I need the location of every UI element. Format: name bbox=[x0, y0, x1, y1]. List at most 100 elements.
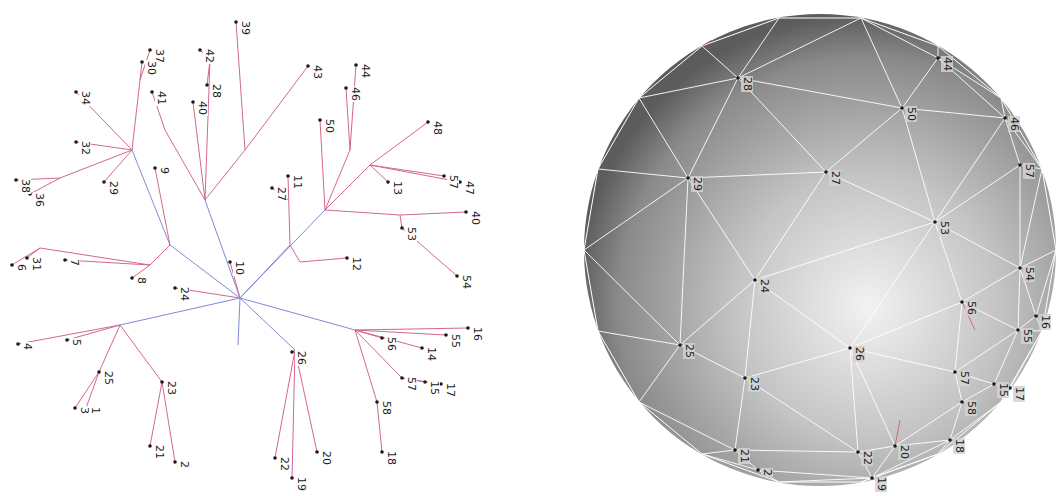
point-number: 24 bbox=[758, 278, 770, 294]
point-dot bbox=[743, 376, 747, 380]
point-number: 16 bbox=[1039, 314, 1051, 330]
point-dot bbox=[153, 166, 157, 170]
point-dot bbox=[933, 220, 937, 224]
highlight-edge bbox=[702, 40, 975, 446]
point-dot bbox=[173, 460, 177, 464]
point-dot bbox=[400, 376, 404, 380]
point-number: 54 bbox=[460, 274, 472, 290]
point-dot bbox=[315, 450, 319, 454]
point-number: 30 bbox=[145, 60, 157, 76]
point-dot bbox=[426, 120, 430, 124]
point-dot bbox=[10, 263, 14, 267]
point-dot bbox=[1016, 328, 1020, 332]
point-number: 26 bbox=[295, 350, 307, 366]
point-dot bbox=[1018, 266, 1022, 270]
point-dot bbox=[97, 370, 101, 374]
point-number: 36 bbox=[33, 192, 45, 208]
point-number: 4 bbox=[21, 342, 33, 351]
point-number: 25 bbox=[683, 343, 695, 359]
point-number: 13 bbox=[391, 180, 403, 196]
point-dot bbox=[148, 48, 152, 52]
point-dot bbox=[870, 476, 874, 480]
sphere-rim bbox=[584, 18, 1056, 482]
point-dot bbox=[893, 444, 897, 448]
tree bbox=[12, 22, 468, 478]
point-number: 27 bbox=[275, 186, 287, 202]
point-number: 53 bbox=[405, 226, 417, 242]
point-number: 23 bbox=[165, 380, 177, 396]
point-number: 46 bbox=[349, 86, 361, 102]
point-dot bbox=[290, 476, 294, 480]
point-dot bbox=[856, 450, 860, 454]
point-number: 57 bbox=[405, 376, 417, 392]
point-number: 14 bbox=[425, 346, 437, 362]
point-number: 9 bbox=[158, 166, 170, 175]
point-dot bbox=[228, 260, 232, 264]
point-number: 29 bbox=[691, 176, 703, 192]
point-number: 58 bbox=[965, 400, 977, 416]
point-number: 50 bbox=[323, 118, 335, 134]
point-number: 2 bbox=[178, 460, 190, 469]
point-number: 17 bbox=[1013, 386, 1025, 402]
point-dot bbox=[140, 60, 144, 64]
point-dot bbox=[380, 450, 384, 454]
point-number: 54 bbox=[1023, 266, 1035, 282]
point-dot bbox=[444, 333, 448, 337]
point-number: 21 bbox=[153, 444, 165, 460]
point-dot bbox=[173, 286, 177, 290]
point-number: 27 bbox=[829, 170, 841, 186]
point-dot bbox=[756, 468, 760, 472]
point-number: 56 bbox=[965, 300, 977, 316]
point-dot bbox=[73, 406, 77, 410]
point-dot bbox=[286, 174, 290, 178]
point-dot bbox=[900, 106, 904, 110]
point-number: 43 bbox=[311, 64, 323, 80]
point-dot bbox=[678, 343, 682, 347]
point-dot bbox=[234, 20, 238, 24]
point-dot bbox=[160, 380, 164, 384]
point-dot bbox=[16, 342, 20, 346]
point-dot bbox=[150, 90, 154, 94]
point-number: 53 bbox=[938, 220, 950, 236]
point-number: 28 bbox=[741, 76, 753, 92]
point-number: 55 bbox=[1021, 328, 1033, 344]
point-number: 57 bbox=[447, 174, 459, 190]
point-number: 48 bbox=[431, 120, 443, 136]
point-dot bbox=[953, 370, 957, 374]
point-number: 19 bbox=[295, 476, 307, 492]
point-number: 44 bbox=[941, 56, 953, 72]
point-dot bbox=[960, 300, 964, 304]
point-dot bbox=[130, 276, 134, 280]
point-number: 32 bbox=[79, 140, 91, 156]
point-number: 22 bbox=[861, 450, 873, 466]
point-number: 57 bbox=[1023, 163, 1035, 179]
sphere-body bbox=[584, 14, 1056, 486]
point-dot bbox=[936, 56, 940, 60]
point-dot bbox=[375, 400, 379, 404]
point-dot bbox=[74, 140, 78, 144]
point-dot bbox=[63, 258, 67, 262]
sphere bbox=[584, 14, 1056, 486]
point-dot bbox=[148, 444, 152, 448]
point-dot bbox=[423, 380, 427, 384]
point-dot bbox=[74, 90, 78, 94]
point-dot bbox=[1018, 163, 1022, 167]
point-number: 15 bbox=[428, 380, 440, 396]
point-dot bbox=[992, 382, 996, 386]
point-number: 38 bbox=[19, 178, 31, 194]
point-number: 50 bbox=[905, 106, 917, 122]
point-dot bbox=[306, 64, 310, 68]
point-dot bbox=[198, 48, 202, 52]
point-dot bbox=[733, 448, 737, 452]
point-number: 22 bbox=[278, 456, 290, 472]
point-dot bbox=[14, 178, 18, 182]
point-dot bbox=[442, 174, 446, 178]
point-number: 10 bbox=[233, 260, 245, 276]
point-dot bbox=[753, 278, 757, 282]
point-dot bbox=[736, 76, 740, 80]
point-number: 41 bbox=[155, 90, 167, 106]
point-number: 17 bbox=[444, 382, 456, 398]
point-dot bbox=[318, 118, 322, 122]
point-number: 2 bbox=[761, 468, 773, 477]
